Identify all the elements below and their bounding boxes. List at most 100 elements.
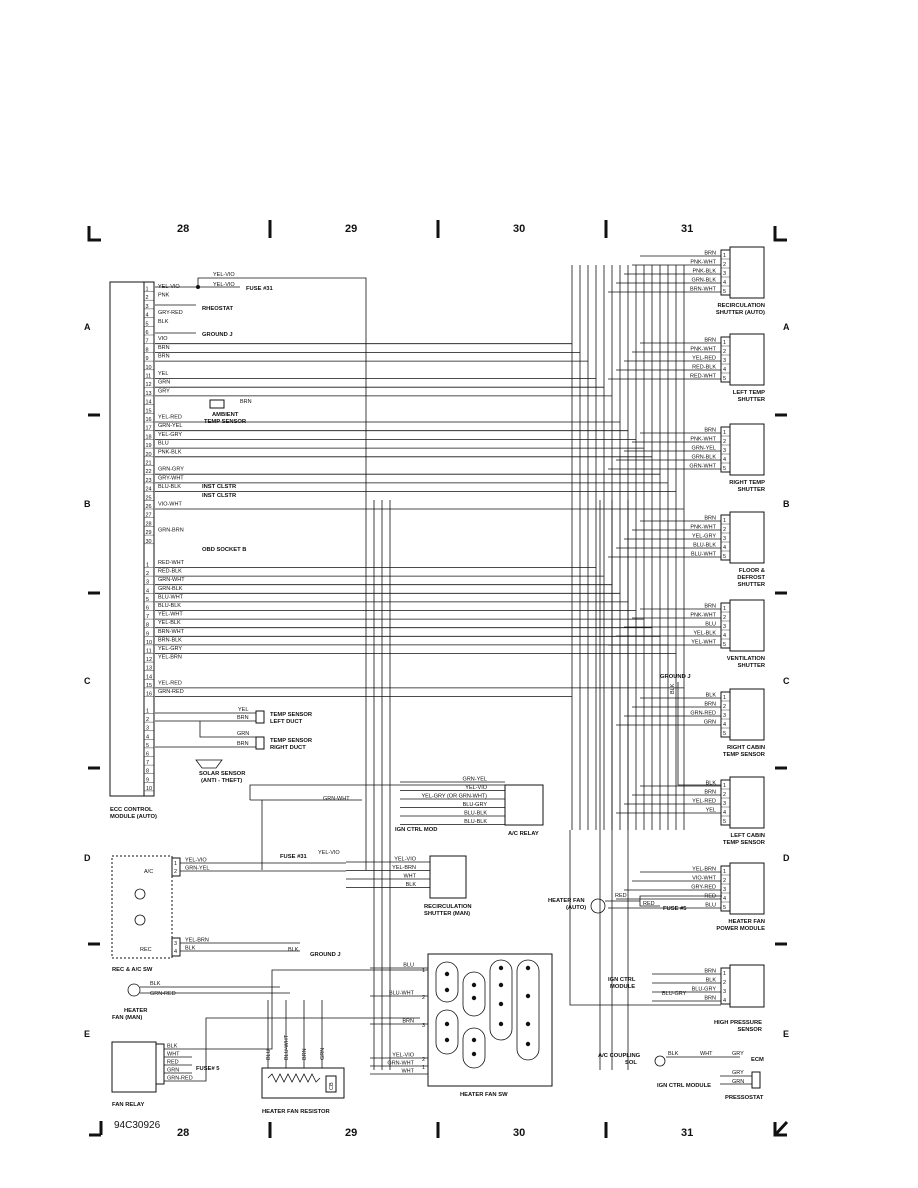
col-label-31-top: 31 bbox=[681, 223, 693, 235]
heater-fan-pm-label: POWER MODULE bbox=[716, 926, 765, 932]
right-cabin-wire: BLK bbox=[706, 693, 717, 699]
ac-coupling-w2: WHT bbox=[700, 1051, 713, 1057]
recirc-auto-wire: GRN-BLK bbox=[692, 278, 717, 284]
ecc-lower-pin-number: 4 bbox=[146, 588, 149, 594]
ac-coupling: A/C COUPLING SOL BLK WHT GRY ECM GRY GRN… bbox=[598, 1051, 764, 1101]
heater-fan-pm-pin-number: 3 bbox=[723, 887, 726, 893]
ecc-bottom-pin-number: 9 bbox=[146, 777, 149, 783]
heater-fan-pm-pin-number: 4 bbox=[723, 896, 726, 902]
ac-coupling-w1: BLK bbox=[668, 1051, 679, 1057]
ecc-upper-pin-wire: GRN-GRY bbox=[158, 467, 184, 473]
left-cabin-pin-number: 2 bbox=[723, 792, 726, 798]
left-temp-shutter-pin-number: 4 bbox=[723, 367, 726, 373]
high-pressure-wire: BLK bbox=[706, 978, 717, 984]
rec-sw-wire: GRN-YEL bbox=[185, 866, 209, 872]
ac-relay-wire: GRN-YEL bbox=[463, 777, 487, 783]
ecc-lower-pin-number: 16 bbox=[146, 692, 152, 698]
right-temp-shutter-label: SHUTTER bbox=[738, 487, 766, 493]
ecc-bottom-pin-number: 10 bbox=[146, 786, 152, 792]
ecc-upper-pin-wire: GRY-WHT bbox=[158, 475, 184, 481]
ventilation-pin-number: 4 bbox=[723, 633, 726, 639]
rec-sw-wire: YEL-VIO bbox=[185, 858, 207, 864]
recirc-auto-pin-number: 2 bbox=[723, 262, 726, 268]
high-pressure-ign-label-2: MODULE bbox=[610, 984, 635, 990]
heater-fan-sw-wire: YEL-VIO bbox=[392, 1053, 414, 1059]
right-cabin-pin-number: 4 bbox=[723, 722, 726, 728]
row-label-a-right: A bbox=[783, 322, 790, 332]
ecc-upper-pin-wire: GRN bbox=[158, 380, 170, 386]
ecc-upper-pin-number: 20 bbox=[146, 452, 152, 458]
floor-defrost-shutter: 1BRN2PNK-WHT3YEL-GRY4BLU-BLK5BLU-WHTFLOO… bbox=[608, 511, 766, 588]
doc-code: 94C30926 bbox=[114, 1120, 161, 1131]
rec-sw-box bbox=[111, 855, 173, 959]
solar-label-1: SOLAR SENSOR bbox=[199, 771, 246, 777]
ecc-lower-pin-number: 9 bbox=[146, 631, 149, 637]
high-pressure-pin-number: 3 bbox=[723, 989, 726, 995]
ecc-lower-pin-number: 6 bbox=[146, 606, 149, 612]
left-cabin-pin-number: 1 bbox=[723, 783, 726, 789]
recirc-man-label-1: RECIRCULATION bbox=[424, 904, 472, 910]
rec-sw-pins bbox=[171, 857, 181, 877]
ecc-upper-pin-number: 23 bbox=[146, 478, 152, 484]
ecc-lower-pin-number: 2 bbox=[146, 571, 149, 577]
recirc-man-box bbox=[429, 855, 467, 899]
ac-relay-label: A/C RELAY bbox=[508, 831, 539, 837]
floor-defrost-label: FLOOR & bbox=[739, 568, 765, 574]
left-cabin-label: LEFT CABIN bbox=[731, 833, 765, 839]
heater-fan-auto-label-1: HEATER FAN bbox=[548, 898, 585, 904]
ecc-lower-pin-wire: YEL-WHT bbox=[158, 612, 183, 618]
recirc-auto-wire: PNK-WHT bbox=[690, 260, 716, 266]
col-label-30-top: 30 bbox=[513, 223, 525, 235]
ecc-upper-pin-number: 11 bbox=[146, 374, 152, 380]
left-temp-shutter-pin-number: 3 bbox=[723, 358, 726, 364]
ecc-upper-pin-number: 16 bbox=[146, 417, 152, 423]
heater-fan-sw-pin-number: 3 bbox=[422, 1023, 425, 1029]
rec-sw-wire: BLK bbox=[185, 946, 196, 952]
ventilation-wire: YEL-WHT bbox=[691, 640, 716, 646]
right-cabin-wire: GRN bbox=[704, 720, 716, 726]
heater-fan-auto: HEATER FAN (AUTO) RED RED FUSE #5 bbox=[548, 893, 722, 914]
fan-relay-fuse: FUSE# 5 bbox=[196, 1066, 220, 1072]
heater-fan-sw-label: HEATER FAN SW bbox=[460, 1092, 508, 1098]
heater-fan-pm-wire: BLU bbox=[705, 903, 716, 909]
heater-fan-sw-pin-number: 1 bbox=[422, 1065, 425, 1071]
row-label-d-left: D bbox=[84, 853, 91, 863]
rec-sw-blk-label: BLK bbox=[288, 947, 299, 953]
ambient-label-2: TEMP SENSOR bbox=[204, 419, 247, 425]
ecc-upper-pin-wire: GRY bbox=[158, 388, 170, 394]
ventilation-pin-number: 1 bbox=[723, 606, 726, 612]
temp-left-label-1: TEMP SENSOR bbox=[270, 712, 313, 718]
ecc-upper-pin-wire: VIO bbox=[158, 336, 168, 342]
heater-fan-sw-wire: BLU bbox=[403, 963, 414, 969]
ecc-bottom-pin-number: 3 bbox=[146, 726, 149, 732]
ac-relay-wire: YEL-VIO bbox=[465, 785, 487, 791]
ecc-lower-pin-wire: YEL-BLK bbox=[158, 620, 181, 626]
floor-defrost-wire: BLU-BLK bbox=[693, 543, 716, 549]
temp-left-label-2: LEFT DUCT bbox=[270, 719, 303, 725]
ecc-upper-pin-number: 26 bbox=[146, 504, 152, 510]
recirc-auto-wire: BRN bbox=[704, 251, 716, 257]
left-temp-shutter-body bbox=[729, 333, 765, 386]
high-pressure-wire: BRN bbox=[704, 996, 716, 1002]
left-temp-shutter-wire: BRN bbox=[704, 338, 716, 344]
floor-defrost-body bbox=[729, 511, 765, 564]
ecc-lower-pin-wire: YEL-GRY bbox=[158, 646, 182, 652]
rec-sw-pins-2 bbox=[171, 937, 181, 957]
obd-label: OBD SOCKET B bbox=[202, 547, 246, 553]
high-pressure-ign-label-1: IGN CTRL bbox=[608, 977, 636, 983]
frame-marks bbox=[87, 220, 789, 1138]
recirc-auto-wire: BRN-WHT bbox=[690, 287, 717, 293]
ecc-lower-pin-number: 12 bbox=[146, 657, 152, 663]
ecc-upper-pin-wire: PNK-BLK bbox=[158, 449, 182, 455]
right-cabin-body bbox=[729, 688, 765, 741]
ecc-lower-pin-number: 1 bbox=[146, 563, 149, 569]
ecc-lower-pin-number: 15 bbox=[146, 683, 152, 689]
high-pressure-pin-number: 1 bbox=[723, 971, 726, 977]
ecc-upper-pin-wire: GRY-RED bbox=[158, 310, 183, 316]
ac-coupling-label-2: SOL bbox=[625, 1060, 637, 1066]
